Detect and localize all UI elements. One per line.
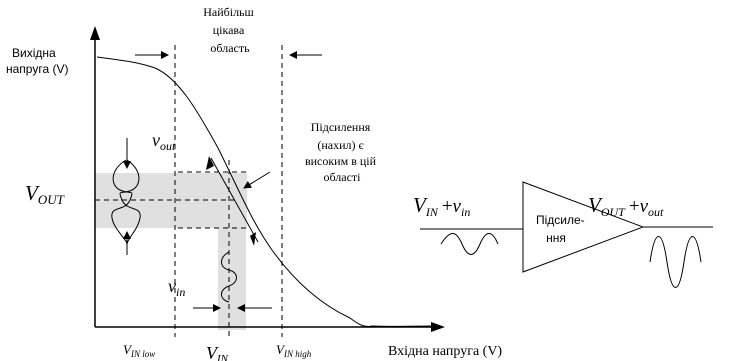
- gain-note-line1: Підсилення: [311, 120, 371, 134]
- output-sine-wave: [111, 159, 133, 246]
- svg-text:Вихідна напруга (V): Вихідна напруга (V): [6, 46, 68, 76]
- v-out-ac-label: vout: [152, 130, 176, 153]
- amplifier-label-line2: ння: [546, 231, 566, 245]
- amp-output-label: VOUT+vout: [588, 193, 664, 219]
- region-label-line2: цікава: [213, 23, 245, 37]
- v-in-high-label: VIN high: [276, 342, 312, 359]
- amplifier-label-line1: Підсиле-: [536, 213, 585, 227]
- y-axis-label-line2: напруга (V): [6, 62, 68, 76]
- region-label-line3: область: [210, 41, 250, 55]
- amp-input-label: VIN+vin: [413, 193, 470, 219]
- slope-arrow-top: [206, 156, 214, 170]
- transfer-curve: [96, 56, 433, 327]
- gain-note-line4: області: [323, 170, 361, 184]
- amp-input-wave: [440, 233, 499, 255]
- x-axis-arrowhead: [431, 322, 445, 332]
- output-sine-wave-2: [119, 159, 141, 246]
- y-axis-arrowhead: [90, 26, 100, 40]
- amplifier-triangle: [522, 181, 645, 273]
- slope-arrow-bottom: [250, 232, 256, 246]
- v-out-dc-label: VOUT: [25, 181, 65, 207]
- input-sine-wave: [221, 251, 237, 303]
- amp-output-wave: [649, 236, 702, 288]
- v-in-low-label: VIN low: [123, 342, 155, 359]
- gain-note-line3: високим в цій: [305, 154, 377, 168]
- svg-text:Найбільш цікава област: Найбільш цікава область: [203, 5, 257, 55]
- gain-pointer-arrow: [243, 171, 271, 189]
- v-in-ac-label: vin: [168, 276, 185, 299]
- svg-text:Підсиле- ння: Підсиле- ння: [536, 213, 588, 245]
- y-axis-label-line1: Вихідна: [12, 46, 56, 60]
- region-label-line1: Найбільш: [203, 5, 254, 19]
- gain-note-line2: (нахил) є: [317, 138, 363, 152]
- input-swing-band: [218, 228, 246, 330]
- x-axis-label: Вхідна напруга (V): [388, 344, 502, 359]
- svg-text:Підсилення (нахил) є в: Підсилення (нахил) є високим в цій облас…: [305, 120, 379, 184]
- v-in-dc-label: VIN: [206, 343, 229, 361]
